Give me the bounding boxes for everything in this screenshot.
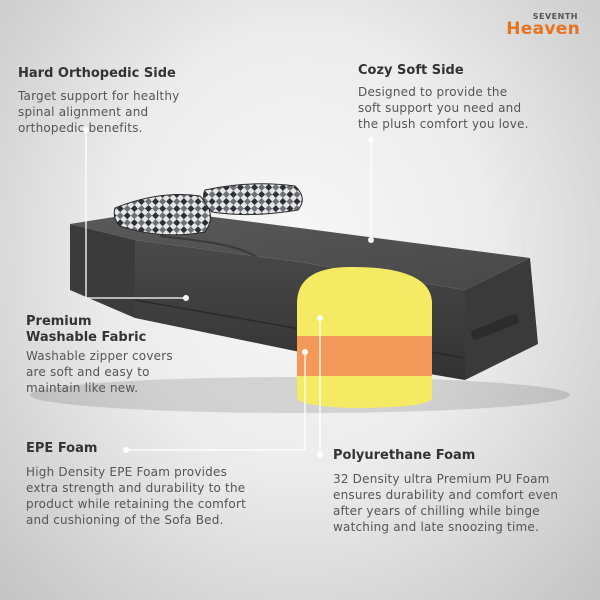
fabric-title: Premium Washable Fabric bbox=[26, 314, 147, 345]
sofa-left-end bbox=[70, 224, 135, 318]
soft-side-title: Cozy Soft Side bbox=[358, 63, 464, 78]
pu-foam-top-layer bbox=[297, 266, 432, 312]
brand-logo: SEVENTH Heaven bbox=[506, 13, 580, 38]
pu-foam-bottom-layer bbox=[297, 376, 432, 408]
pu-foam-upper-band bbox=[297, 312, 432, 336]
foam-cutaway bbox=[297, 266, 432, 408]
epe-title: EPE Foam bbox=[26, 441, 98, 456]
hard-side-desc: Target support for healthy spinal alignm… bbox=[18, 89, 180, 135]
hard-side-title: Hard Orthopedic Side bbox=[18, 66, 176, 81]
soft-side-desc: Designed to provide the soft support you… bbox=[358, 85, 529, 131]
brand-logo-bottom: Heaven bbox=[506, 19, 580, 39]
epe-foam-layer bbox=[297, 336, 432, 376]
cushion-right bbox=[203, 183, 303, 216]
pu-desc: 32 Density ultra Premium PU Foam ensures… bbox=[333, 472, 559, 534]
epe-desc: High Density EPE Foam provides extra str… bbox=[26, 465, 247, 527]
sofa-handle bbox=[471, 314, 519, 340]
callout-lines bbox=[85, 130, 372, 455]
cushion-left bbox=[113, 194, 211, 236]
pu-title: Polyurethane Foam bbox=[333, 448, 476, 463]
callout-dots bbox=[83, 127, 374, 458]
fabric-desc: Washable zipper covers are soft and easy… bbox=[26, 349, 173, 395]
brand-logo-top: SEVENTH bbox=[532, 12, 578, 21]
